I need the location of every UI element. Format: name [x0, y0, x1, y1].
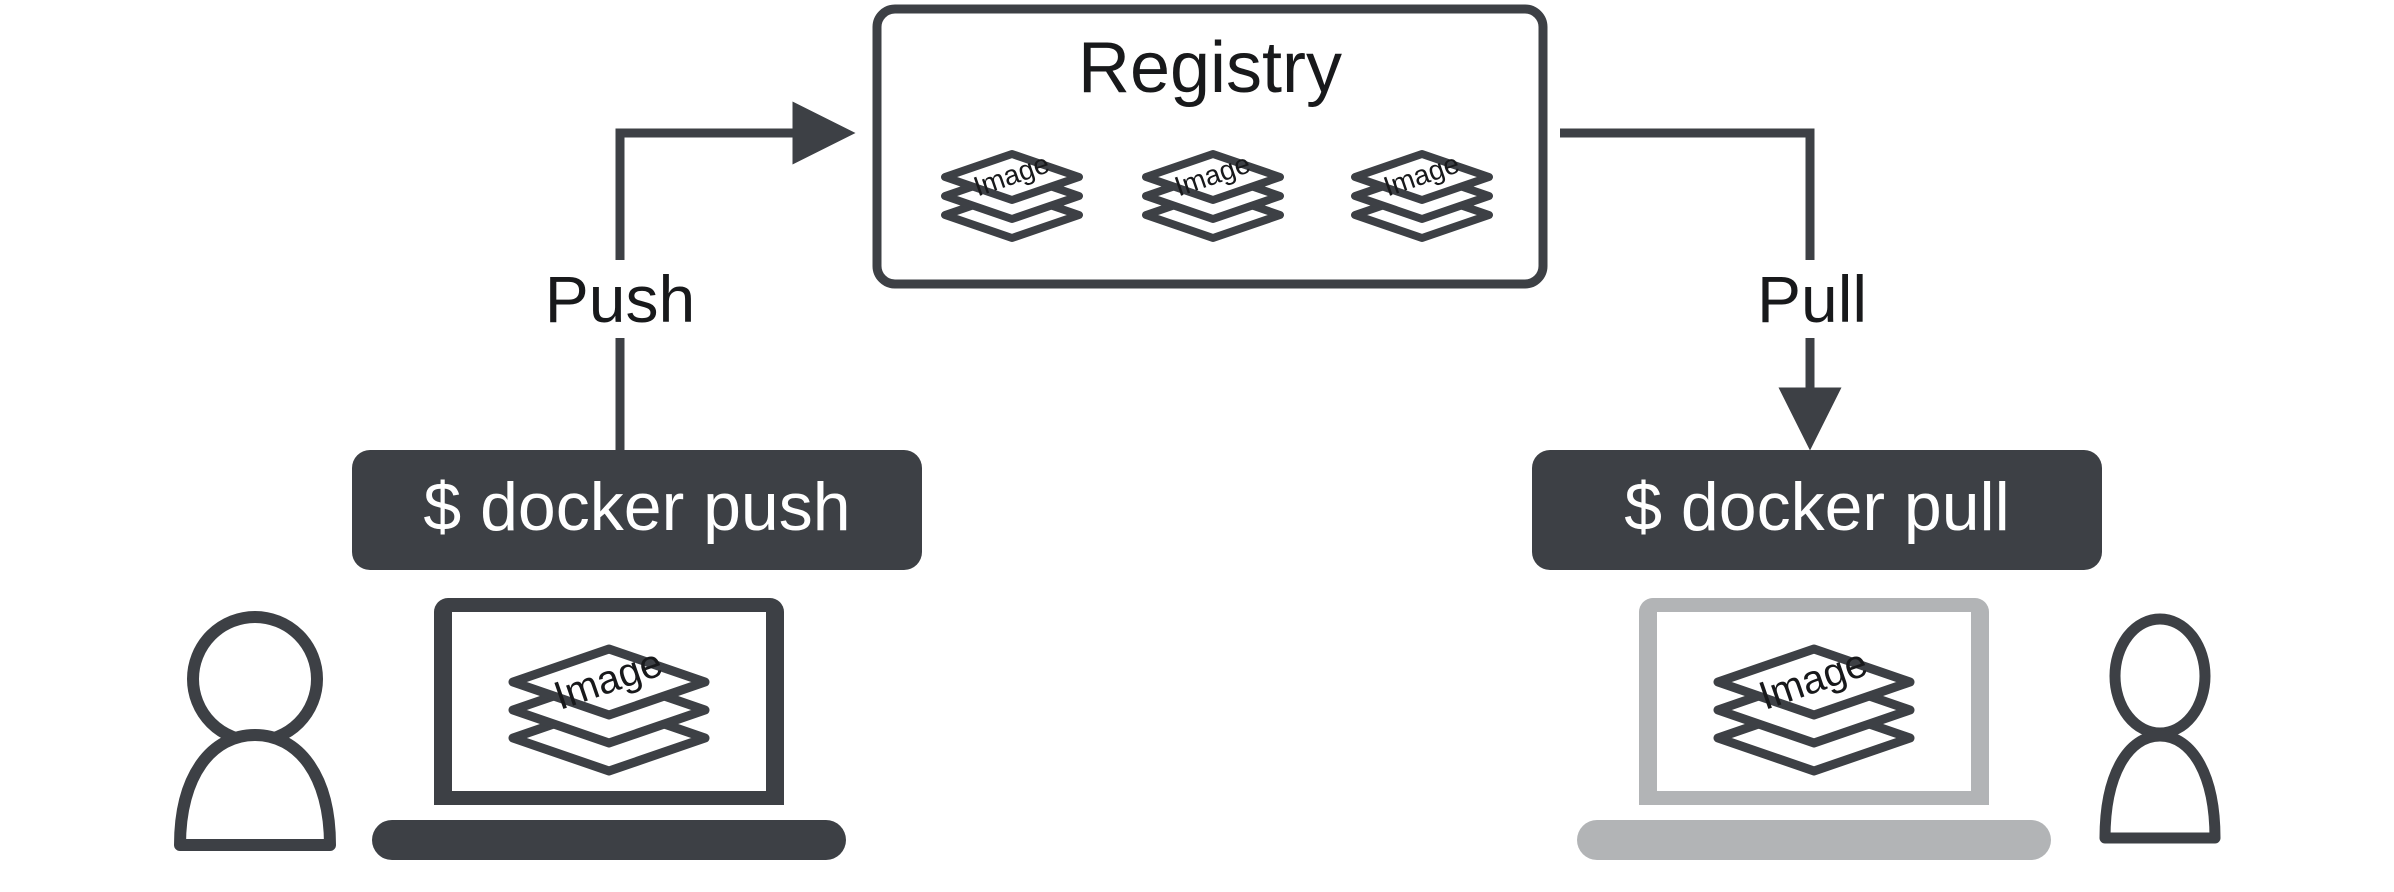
- left-laptop-icon: Image: [372, 598, 846, 860]
- pull-label-group: Pull: [1735, 260, 1885, 338]
- push-label: Push: [545, 262, 695, 336]
- left-laptop-base: [372, 820, 846, 860]
- pull-label-backdrop: [1735, 260, 1885, 338]
- push-label-backdrop: [528, 260, 718, 338]
- docker-push-command[interactable]: $ docker push: [352, 450, 922, 570]
- right-person-body: [2099, 730, 2221, 844]
- pull-label: Pull: [1757, 262, 1867, 336]
- left-person-body: [174, 729, 336, 851]
- registry-box: Registry: [872, 4, 1548, 289]
- left-person-head: [187, 611, 323, 747]
- left-person-icon: [174, 611, 336, 851]
- push-connector: [615, 101, 856, 450]
- right-laptop-icon: Image: [1577, 598, 2051, 860]
- push-label-group: Push: [528, 260, 718, 338]
- docker-push-command-label: $ docker push: [423, 469, 850, 545]
- docker-push-command-bg[interactable]: [352, 450, 922, 570]
- push-arrow-path: [615, 101, 856, 450]
- right-person-head: [2109, 613, 2211, 739]
- docker-pull-command-bg[interactable]: [1532, 450, 2102, 570]
- registry-title: Registry: [1078, 28, 1342, 108]
- docker-pull-command[interactable]: $ docker pull: [1532, 450, 2102, 570]
- right-person-icon: [2099, 613, 2221, 844]
- right-laptop-base: [1577, 820, 2051, 860]
- docker-pull-command-label: $ docker pull: [1624, 469, 2010, 545]
